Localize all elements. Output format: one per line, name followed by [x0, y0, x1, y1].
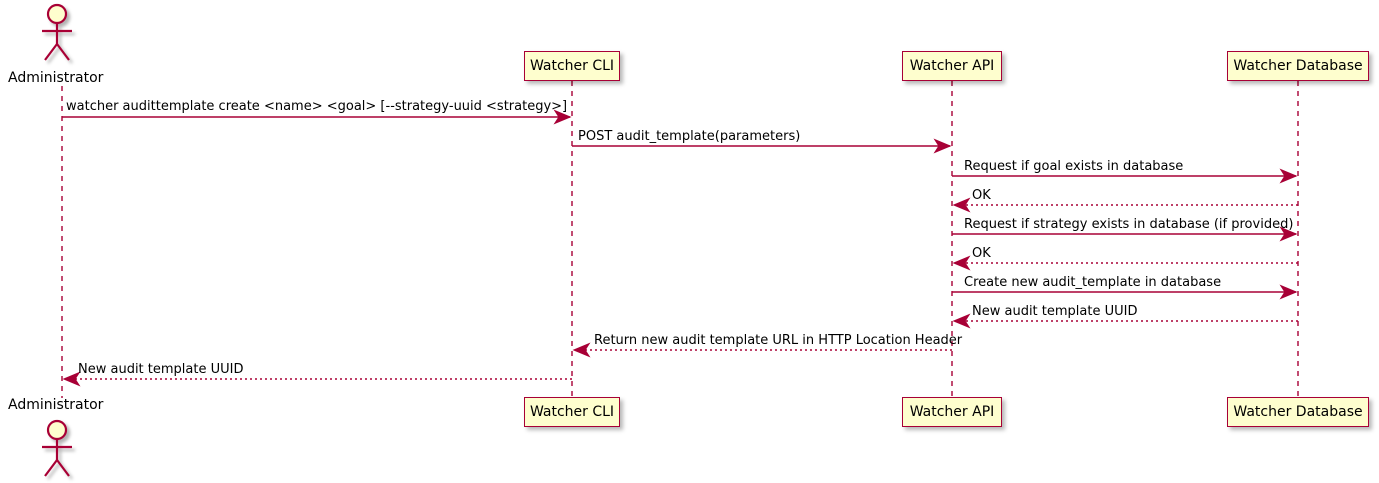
lifelines — [61, 81, 1299, 398]
actor-label-administrator-top: Administrator — [8, 70, 104, 86]
message-label-3: Request if goal exists in database — [964, 159, 1184, 174]
participant-box-watcher-database-top[interactable]: Watcher Database — [1227, 51, 1369, 81]
participant-box-watcher-cli-top[interactable]: Watcher CLI — [524, 51, 620, 81]
participant-box-watcher-api-top[interactable]: Watcher API — [902, 51, 1002, 81]
message-label-7: Create new audit_template in database — [964, 275, 1222, 290]
actor-leg-left — [44, 43, 58, 61]
message-label-10: New audit template UUID — [78, 362, 244, 377]
participant-box-watcher-api-bottom[interactable]: Watcher API — [902, 397, 1002, 427]
actor-head-icon — [46, 419, 68, 441]
message-label-8: New audit template UUID — [972, 304, 1138, 319]
message-label-5: Request if strategy exists in database (… — [964, 217, 1294, 232]
message-label-6: OK — [972, 246, 991, 261]
actor-leg-right — [56, 459, 70, 477]
participant-box-watcher-cli-bottom[interactable]: Watcher CLI — [524, 397, 620, 427]
message-label-2: POST audit_template(parameters) — [578, 129, 801, 144]
actor-label-administrator-bottom: Administrator — [8, 397, 104, 413]
actor-leg-left — [44, 459, 58, 477]
actor-administrator-top — [42, 3, 72, 61]
actor-administrator-bottom — [42, 419, 72, 477]
message-arrows — [62, 109, 1298, 387]
message-label-1: watcher audittemplate create <name> <goa… — [66, 99, 568, 114]
message-label-9: Return new audit template URL in HTTP Lo… — [594, 333, 963, 348]
actor-leg-right — [56, 43, 70, 61]
message-label-4: OK — [972, 188, 991, 203]
actor-head-icon — [46, 3, 68, 25]
participant-box-watcher-database-bottom[interactable]: Watcher Database — [1227, 397, 1369, 427]
